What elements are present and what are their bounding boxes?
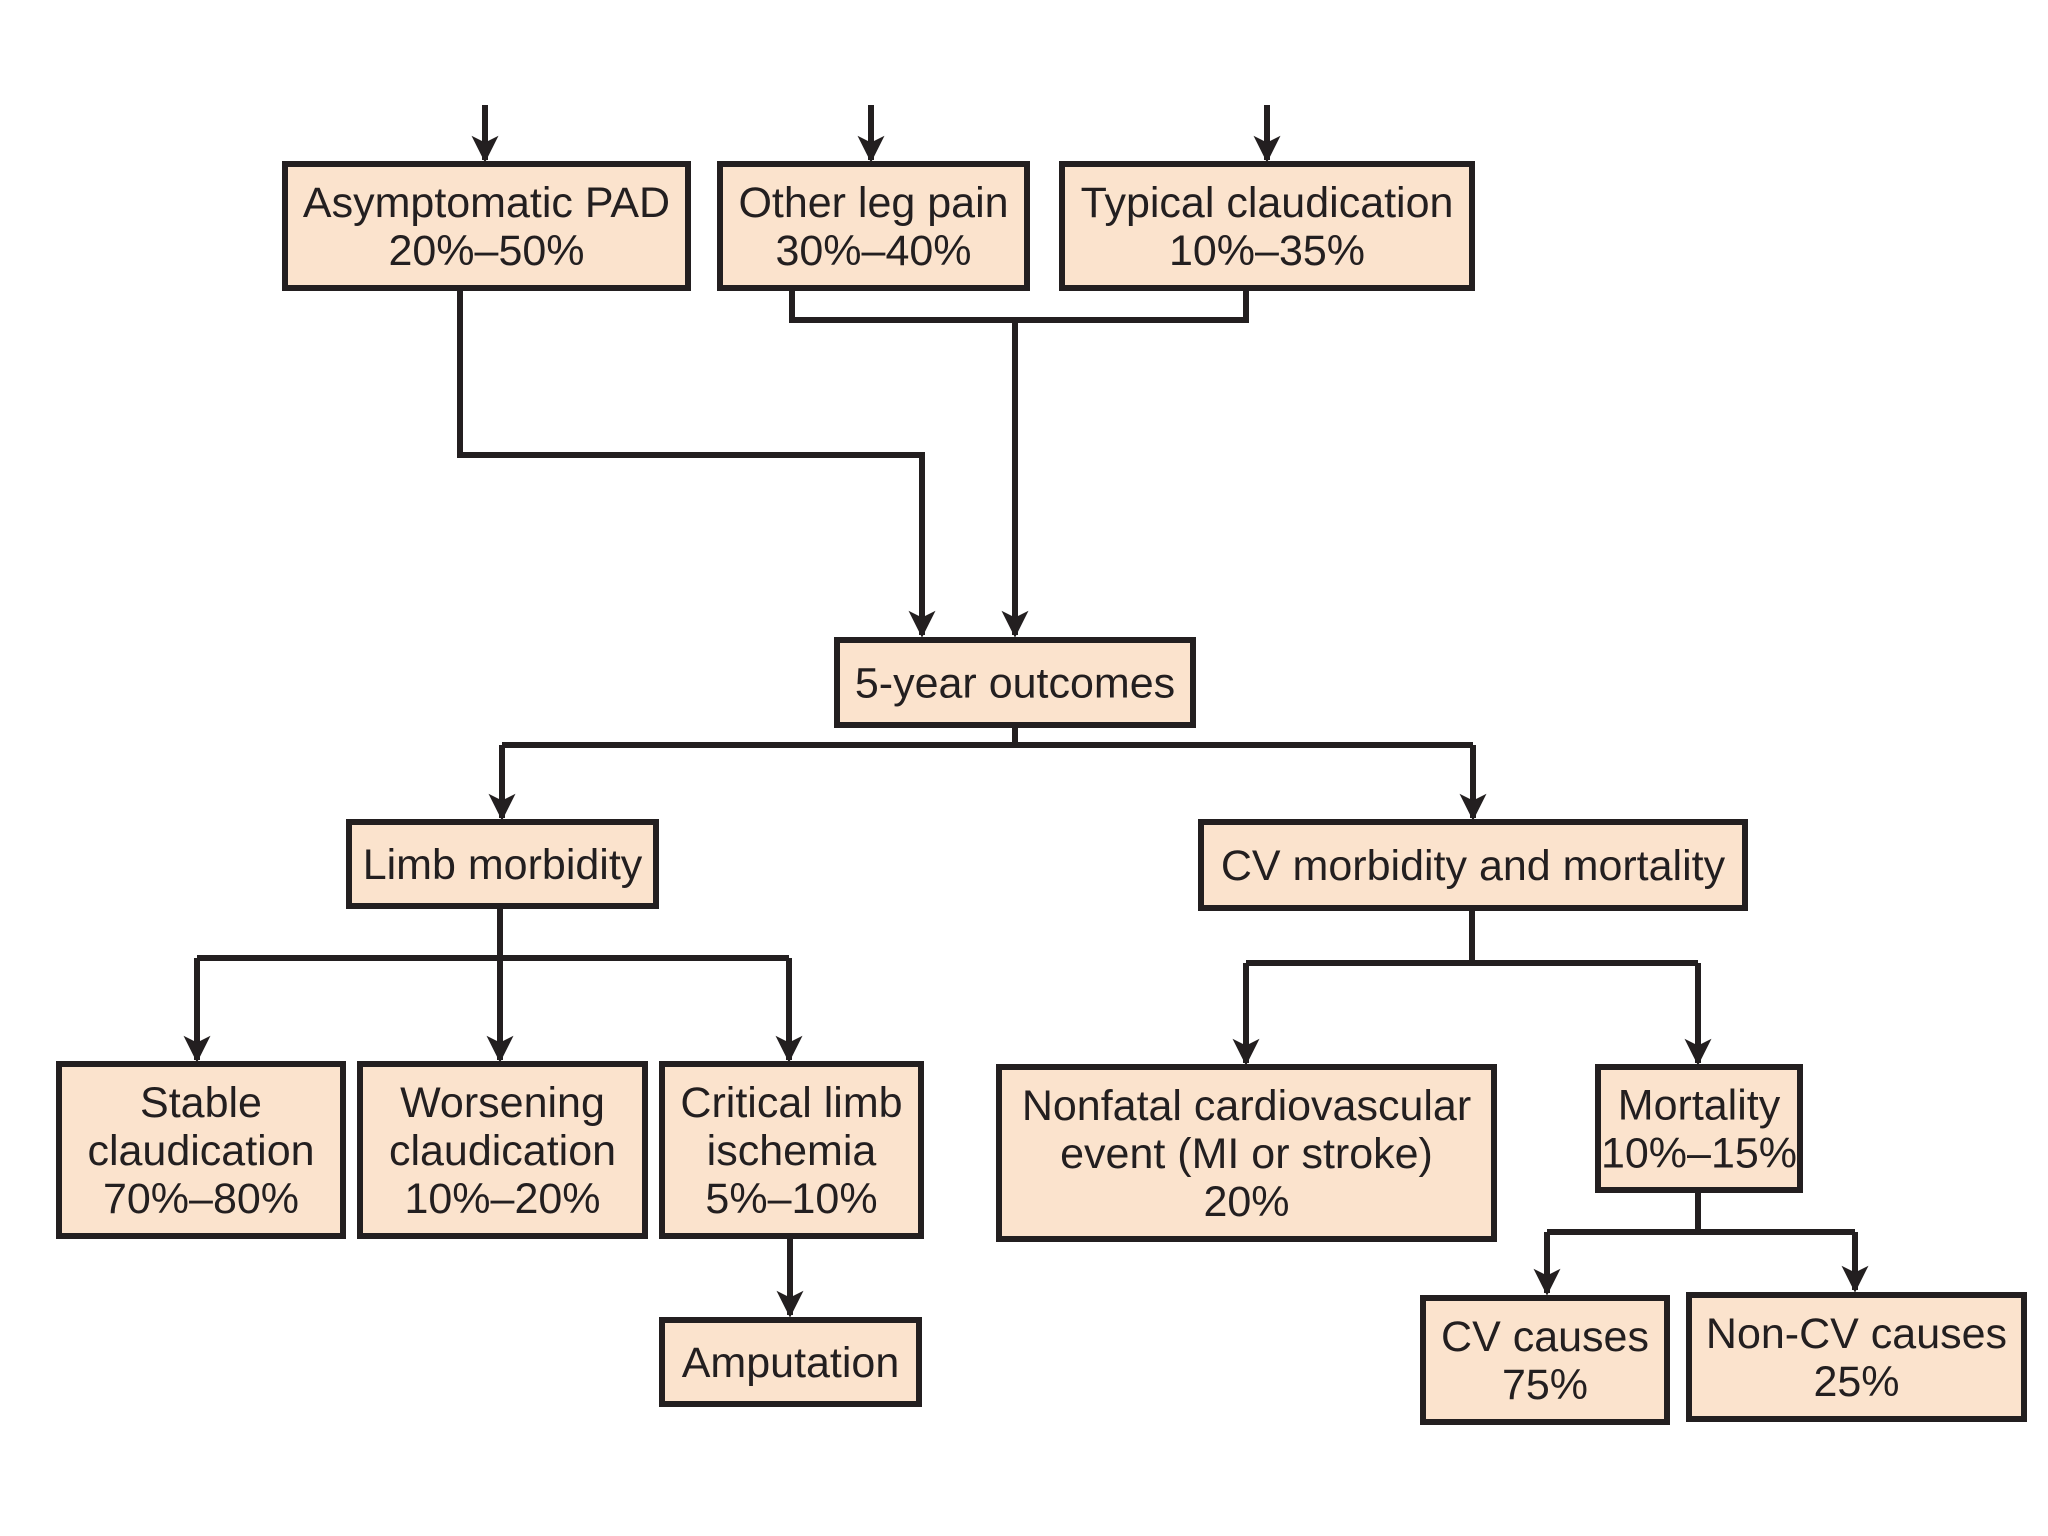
node-label-line: ischemia xyxy=(707,1127,877,1175)
node-label-line: Worsening xyxy=(400,1079,605,1127)
connector-leg-pain-claudication-merge xyxy=(789,288,1249,323)
node-label-line: 25% xyxy=(1813,1358,1899,1406)
connector-mortality-split xyxy=(1547,1190,1855,1235)
node-label-line: Asymptomatic PAD xyxy=(303,179,670,227)
node-label-line: 30%–40% xyxy=(775,227,971,275)
node-label-line: 5-year outcomes xyxy=(855,660,1175,708)
node-label-line: CV causes xyxy=(1441,1313,1649,1361)
node-five-year-outcomes: 5-year outcomes xyxy=(834,637,1196,728)
node-label-line: 20% xyxy=(1203,1178,1289,1226)
node-label-line: event (MI or stroke) xyxy=(1060,1130,1433,1178)
node-label-line: 10%–15% xyxy=(1601,1130,1797,1178)
connector-asymptomatic-to-outcomes xyxy=(457,288,936,638)
node-label-line: Other leg pain xyxy=(738,179,1008,227)
node-label-line: 5%–10% xyxy=(705,1175,877,1223)
node-label-line: Non-CV causes xyxy=(1706,1310,2007,1358)
connector-limb-split xyxy=(197,906,789,961)
node-label-line: 20%–50% xyxy=(388,227,584,275)
connector-outcomes-split xyxy=(502,725,1473,748)
node-label-line: claudication xyxy=(389,1127,616,1175)
node-label-line: 70%–80% xyxy=(103,1175,299,1223)
connectors xyxy=(183,105,1869,1318)
connector-cv-split xyxy=(1246,908,1698,966)
node-label-line: 10%–35% xyxy=(1169,227,1365,275)
node-label-line: Critical limb xyxy=(680,1079,902,1127)
node-label-line: Typical claudication xyxy=(1081,179,1454,227)
node-amputation: Amputation xyxy=(659,1317,922,1407)
node-label-line: Amputation xyxy=(682,1339,900,1387)
node-label-line: claudication xyxy=(87,1127,314,1175)
node-label-line: CV morbidity and mortality xyxy=(1221,842,1726,890)
node-label-line: Limb morbidity xyxy=(363,841,643,889)
node-label-line: 75% xyxy=(1502,1361,1588,1409)
node-limb-morbidity: Limb morbidity xyxy=(346,819,659,909)
node-label-line: Stable xyxy=(140,1079,262,1127)
node-label-line: Mortality xyxy=(1618,1082,1781,1130)
node-cv-morbidity-mortality: CV morbidity and mortality xyxy=(1198,819,1748,911)
node-label-line: 10%–20% xyxy=(404,1175,600,1223)
node-label-line: Nonfatal cardiovascular xyxy=(1022,1082,1471,1130)
